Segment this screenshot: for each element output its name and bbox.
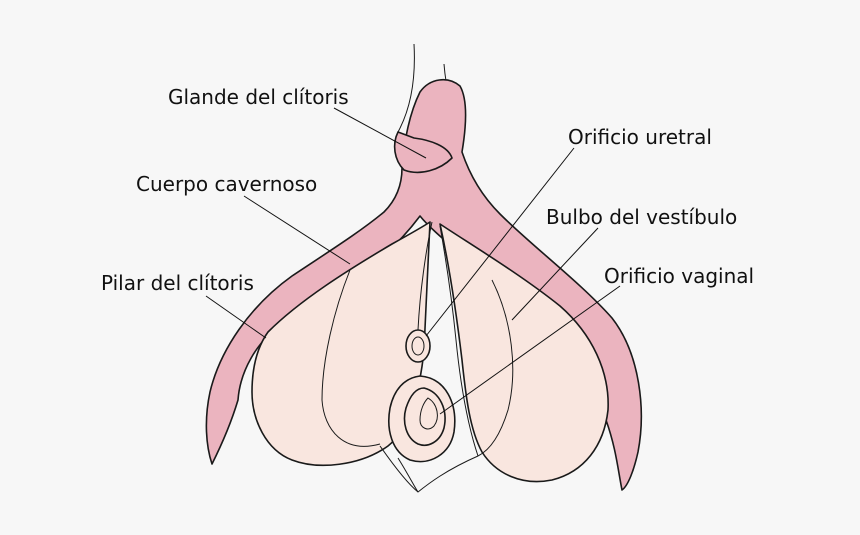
leader-cuerpo (244, 196, 350, 264)
label-bulbo-del-vestibulo: Bulbo del vestíbulo (546, 205, 737, 229)
label-cuerpo-cavernoso: Cuerpo cavernoso (136, 172, 317, 196)
label-orificio-uretral: Orificio uretral (568, 125, 712, 149)
lower-membrane-2 (398, 458, 418, 492)
label-orificio-vaginal: Orificio vaginal (604, 264, 754, 288)
label-pilar-del-clitoris: Pilar del clítoris (101, 271, 254, 295)
label-glande-del-clitoris: Glande del clítoris (168, 85, 349, 109)
